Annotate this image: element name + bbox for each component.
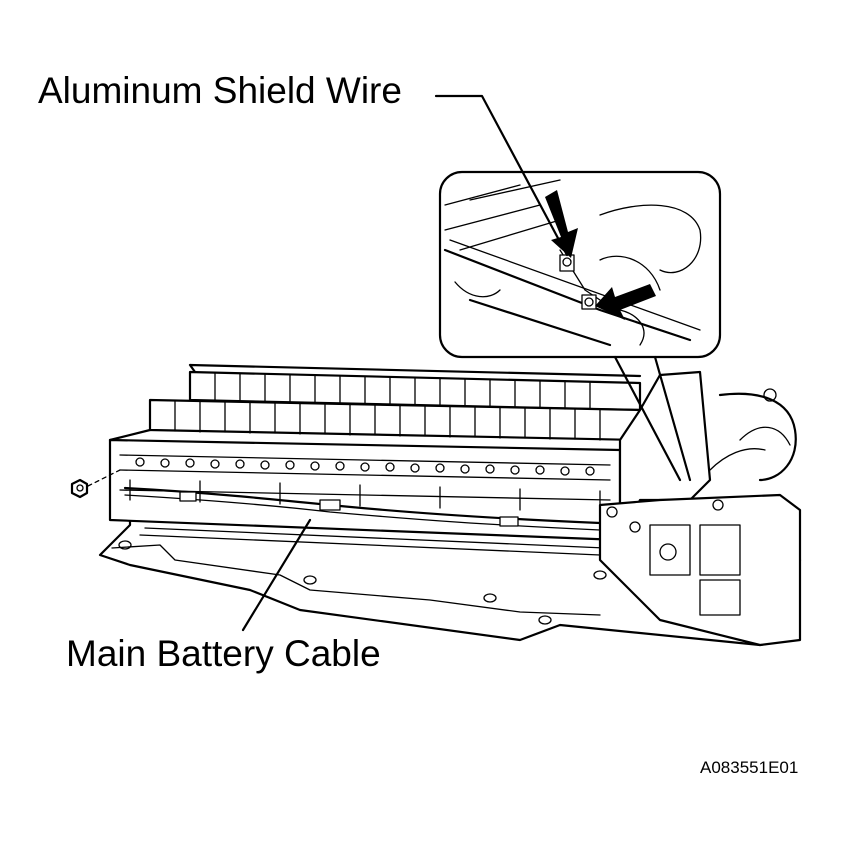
figure-code: A083551E01 — [700, 758, 799, 777]
junction-bracket — [598, 370, 802, 647]
inset-pointer-line — [613, 355, 692, 482]
nut-icon — [70, 469, 121, 499]
detail-inset — [438, 170, 722, 359]
leader-line-main-cable — [241, 518, 312, 632]
leader-line-shield-wire — [434, 94, 569, 257]
battery-module-stack — [108, 363, 642, 542]
arrow-pointer-icon — [595, 284, 656, 320]
main-battery-cable-label: Main Battery Cable — [66, 633, 381, 674]
aluminum-shield-wire-label: Aluminum Shield Wire — [38, 70, 402, 111]
arrow-pointer-icon — [545, 190, 578, 258]
